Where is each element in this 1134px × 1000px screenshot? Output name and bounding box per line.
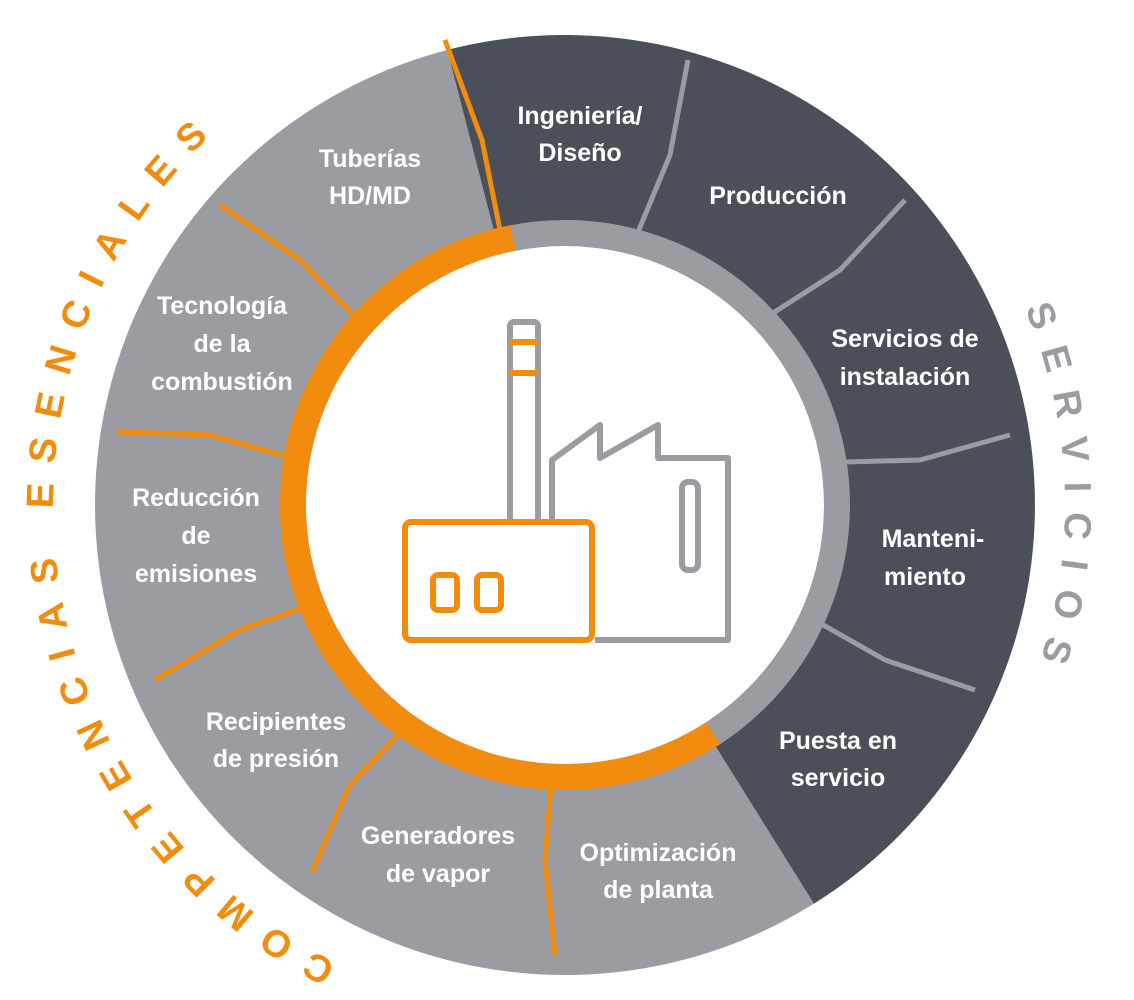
factory-icon: [402, 319, 731, 643]
services-dividers: [635, 59, 1011, 693]
competencies-dividers: [117, 39, 558, 956]
service-labels: Ingeniería/Diseño Producción Servicios d…: [517, 102, 984, 792]
competencies-inner-ring: [279, 225, 721, 790]
service-label-engineering: Ingeniería/Diseño: [517, 102, 642, 167]
service-label-production: Producción: [709, 182, 847, 210]
center-circle: [306, 246, 824, 764]
service-label-maintenance: Manteni-miento: [882, 525, 985, 591]
